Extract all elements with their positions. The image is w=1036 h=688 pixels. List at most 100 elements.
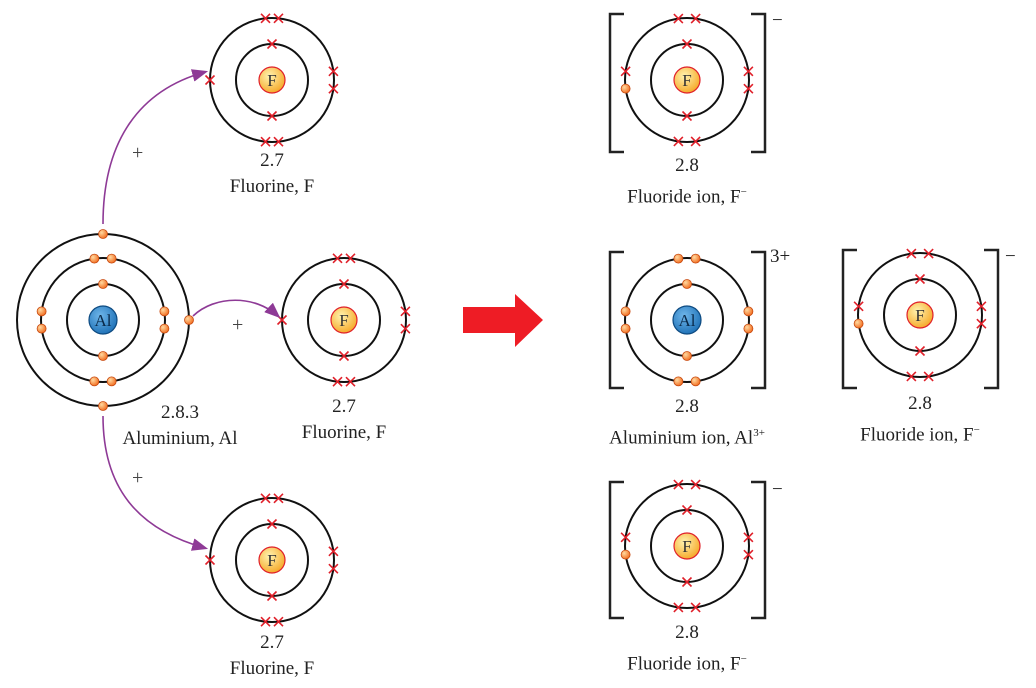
electron-dot [106, 253, 117, 264]
electron-dot [620, 83, 631, 94]
electron-cross [338, 278, 350, 290]
nucleus [906, 301, 934, 329]
electron-cross [273, 616, 284, 627]
electron-transfer-arrow [192, 299, 281, 319]
electron-dot [673, 253, 684, 264]
electron-cross [260, 136, 271, 147]
electron-cross [681, 38, 693, 50]
electron-cross [400, 323, 411, 334]
electron-shell [624, 483, 750, 609]
electron-cross [345, 376, 356, 387]
electron-cross [853, 301, 864, 312]
plus-sign: + [232, 314, 244, 336]
nucleus-symbol: F [915, 306, 924, 325]
electron-cross [906, 248, 917, 259]
electron-dot [184, 315, 194, 325]
electron-cross [914, 273, 926, 285]
charge-label: − [772, 479, 783, 500]
electron-shell [624, 257, 750, 383]
fluorine-atom: F [624, 17, 750, 143]
electron-dot [682, 351, 692, 361]
electron-cross [906, 371, 917, 382]
electron-transfer-arrow [102, 69, 209, 225]
nucleus-symbol: Al [679, 311, 696, 330]
electron-dot [159, 323, 170, 334]
electron-cross [266, 590, 278, 602]
electron-cross [681, 110, 693, 122]
electron-dot [98, 279, 108, 289]
fluorine-atom: F [857, 252, 983, 378]
fluorine-atom: F [281, 257, 407, 383]
nucleus [673, 532, 701, 560]
bracket-left [841, 248, 857, 390]
electron-dot [98, 351, 108, 361]
electron-shell [857, 252, 983, 378]
electron-dot [682, 279, 692, 289]
nucleus [330, 306, 358, 334]
electron-dot [36, 306, 47, 317]
nucleus-symbol: F [682, 537, 691, 556]
charge-label: 3+ [770, 246, 791, 267]
fluorine-atom: F [209, 17, 335, 143]
electron-cross [260, 13, 271, 24]
electron-cross [923, 371, 934, 382]
fluorine-atom: F [624, 483, 750, 609]
electron-cross [273, 493, 284, 504]
electron-cross [266, 38, 278, 50]
electron-dot [89, 376, 100, 387]
electron-dot [159, 306, 170, 317]
electron-cross [690, 136, 701, 147]
electron-shell [40, 257, 166, 383]
electron-cross [328, 83, 339, 94]
plus-sign: + [132, 467, 144, 489]
fluorine-atom: F [209, 497, 335, 623]
electron-cross [260, 493, 271, 504]
bracket-left [608, 480, 624, 620]
electron-shell [624, 17, 750, 143]
electron-cross [620, 66, 631, 77]
electron-dot [36, 323, 47, 334]
bracket-right [984, 248, 1000, 390]
electron-cross [976, 301, 987, 312]
electron-dot [620, 306, 631, 317]
electron-cross [328, 546, 339, 557]
reaction-arrow [463, 294, 543, 347]
electron-cross [681, 504, 693, 516]
electron-cross [673, 479, 684, 490]
electron-cross [681, 576, 693, 588]
nucleus [672, 305, 702, 335]
bracket-right [751, 12, 767, 154]
electron-cross [923, 248, 934, 259]
electron-cross [260, 616, 271, 627]
electron-cross [743, 532, 754, 543]
electron-cross [266, 518, 278, 530]
electron-cross [743, 549, 754, 560]
bracket-right [751, 250, 767, 390]
electron-dot [98, 401, 108, 411]
electron-dot [106, 376, 117, 387]
bracket-right [751, 480, 767, 620]
electron-cross [673, 13, 684, 24]
electron-dot [620, 323, 631, 334]
electron-dot [673, 376, 684, 387]
electron-dot [743, 306, 754, 317]
nucleus-symbol: F [267, 71, 276, 90]
nucleus [673, 66, 701, 94]
electron-cross [690, 13, 701, 24]
electron-cross [273, 136, 284, 147]
charge-label: − [1005, 246, 1016, 267]
nucleus [258, 66, 286, 94]
electron-cross [332, 376, 343, 387]
electron-cross [338, 350, 350, 362]
electron-cross [345, 253, 356, 264]
electron-dot [853, 318, 864, 329]
electron-cross [328, 66, 339, 77]
electron-cross [204, 554, 216, 566]
bracket-left [608, 250, 624, 390]
